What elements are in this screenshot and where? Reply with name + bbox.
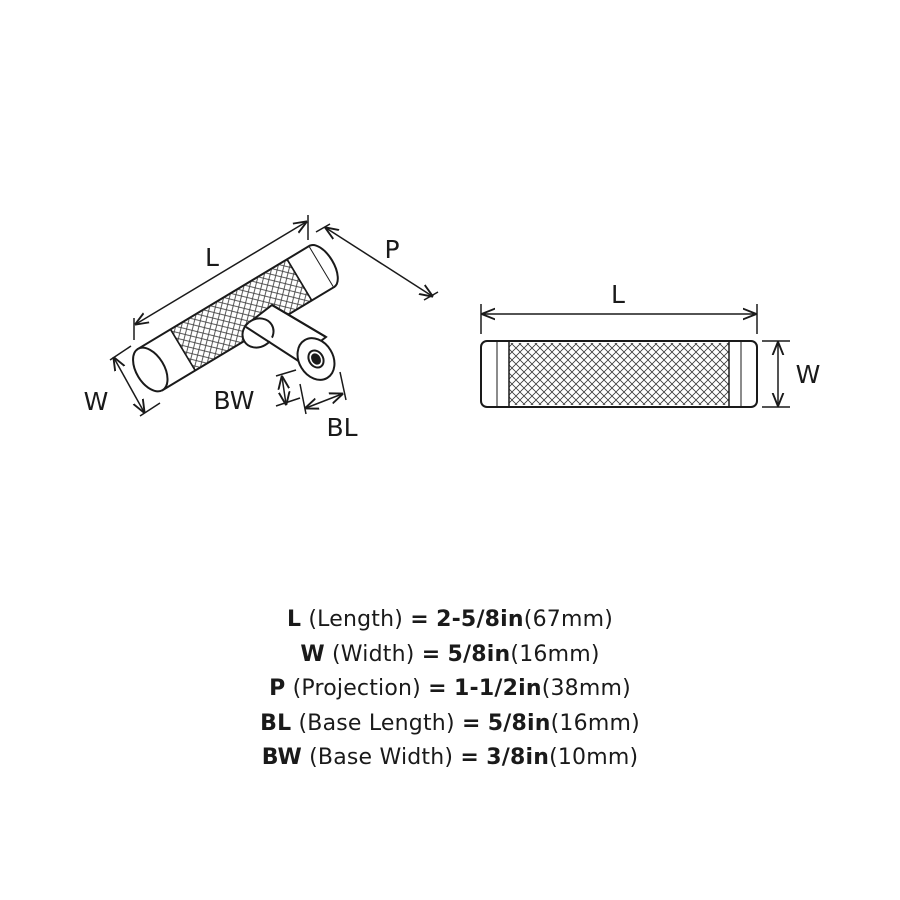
- spec-metric: (16mm): [510, 641, 600, 667]
- spec-equals: =: [410, 607, 429, 632]
- spec-code: BL: [260, 710, 292, 736]
- side-width-label: W: [796, 360, 821, 389]
- iso-width-dimension: [109, 345, 161, 417]
- spec-code: BW: [261, 745, 302, 770]
- spec-name: (Base Width): [309, 745, 454, 770]
- spec-code: L: [286, 607, 302, 632]
- spec-metric: (67mm): [523, 607, 614, 632]
- spec-equals: =: [428, 676, 447, 701]
- iso-length-dimension: [134, 215, 308, 340]
- spec-name: (Width): [332, 641, 415, 667]
- iso-base-width-label: BW: [214, 386, 255, 415]
- iso-base-length-dimension: [299, 371, 347, 415]
- spec-imperial: 1-1/2in: [454, 676, 542, 701]
- spec-name: (Length): [308, 607, 404, 632]
- isometric-view: [109, 215, 439, 417]
- iso-base-width-dimension: [275, 369, 301, 407]
- spec-code: P: [269, 676, 286, 701]
- spec-metric: (38mm): [541, 676, 631, 701]
- spec-imperial: 5/8in: [487, 710, 551, 736]
- side-view: [480, 304, 790, 408]
- spec-base-width: BW (Base Width) = 3/8in(10mm): [0, 741, 900, 776]
- spec-base-length: BL (Base Length) = 5/8in(16mm): [0, 707, 900, 742]
- spec-imperial: 5/8in: [447, 641, 511, 667]
- spec-metric: (10mm): [549, 745, 639, 770]
- side-width-dimension: [762, 340, 790, 408]
- spec-projection: P (Projection) = 1-1/2in(38mm): [0, 672, 900, 707]
- spec-metric: (16mm): [550, 710, 640, 736]
- spec-equals: =: [421, 641, 441, 667]
- side-length-label: L: [611, 280, 625, 309]
- iso-base-length-label: BL: [326, 413, 357, 442]
- spec-name: (Projection): [292, 676, 421, 701]
- spec-equals: =: [460, 745, 480, 770]
- spec-code: W: [300, 641, 325, 667]
- iso-length-label: L: [205, 243, 219, 272]
- dimension-specs: L (Length) = 2-5/8in(67mm) W (Width) = 5…: [0, 603, 900, 776]
- iso-projection-dimension: [315, 223, 439, 301]
- spec-equals: =: [461, 710, 481, 736]
- spec-imperial: 2-5/8in: [436, 607, 524, 632]
- iso-projection-label: P: [384, 235, 399, 264]
- spec-name: (Base Length): [298, 710, 455, 736]
- spec-width: W (Width) = 5/8in(16mm): [0, 638, 900, 673]
- spec-length: L (Length) = 2-5/8in(67mm): [0, 603, 900, 638]
- iso-width-label: W: [84, 387, 109, 416]
- spec-imperial: 3/8in: [486, 745, 550, 770]
- side-length-dimension: [480, 304, 758, 334]
- pull-dimension-diagram: L P W BW BL L W: [84, 215, 821, 442]
